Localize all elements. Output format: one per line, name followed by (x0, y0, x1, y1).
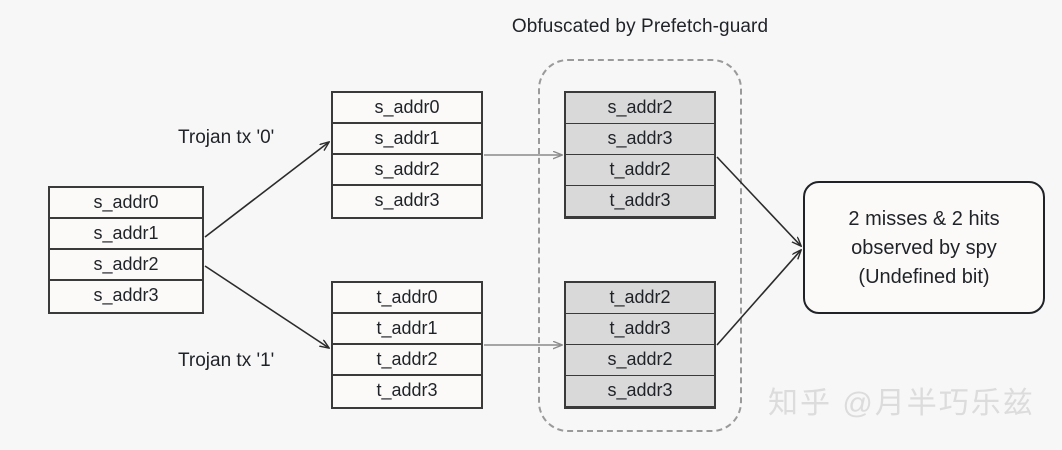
page-title: Obfuscated by Prefetch-guard (511, 16, 769, 37)
trojan-tx1-table: t_addr0 t_addr1 t_addr2 t_addr3 (331, 281, 483, 409)
outcome-line-2: observed by spy (851, 236, 997, 259)
outcome-line-3: (Undefined bit) (858, 265, 990, 288)
table-row: t_addr1 (333, 314, 481, 345)
table-row: s_addr1 (333, 124, 481, 155)
table-row: s_addr2 (333, 155, 481, 186)
table-row: t_addr2 (566, 155, 714, 186)
edge-label-trojan-tx1: Trojan tx '1' (178, 350, 275, 371)
table-row: t_addr2 (566, 283, 714, 314)
table-row: t_addr2 (333, 345, 481, 376)
table-row: t_addr3 (333, 376, 481, 407)
edge-label-trojan-tx0: Trojan tx '0' (178, 127, 275, 148)
source-address-table: s_addr0 s_addr1 s_addr2 s_addr3 (48, 186, 204, 314)
table-row: s_addr3 (333, 186, 481, 217)
table-row: s_addr0 (333, 93, 481, 124)
table-row: t_addr0 (333, 283, 481, 314)
outcome-line-1: 2 misses & 2 hits (848, 207, 1000, 230)
edge-source-to-tx0 (204, 142, 329, 238)
table-row: s_addr3 (50, 281, 202, 312)
obfuscated-tx0-table: s_addr2 s_addr3 t_addr2 t_addr3 (564, 91, 716, 219)
edge-source-to-tx1 (204, 265, 329, 348)
table-row: s_addr1 (50, 219, 202, 250)
trojan-tx0-table: s_addr0 s_addr1 s_addr2 s_addr3 (331, 91, 483, 219)
table-row: t_addr3 (566, 186, 714, 217)
table-row: s_addr3 (566, 124, 714, 155)
table-row: s_addr0 (50, 188, 202, 219)
obfuscated-tx1-table: t_addr2 t_addr3 s_addr2 s_addr3 (564, 281, 716, 409)
outcome-box: 2 misses & 2 hits observed by spy (Undef… (803, 181, 1045, 314)
table-row: t_addr3 (566, 314, 714, 345)
table-row: s_addr3 (566, 376, 714, 407)
table-row: s_addr2 (566, 345, 714, 376)
watermark: 知乎 @月半巧乐兹 (768, 387, 1035, 420)
table-row: s_addr2 (566, 93, 714, 124)
table-row: s_addr2 (50, 250, 202, 281)
